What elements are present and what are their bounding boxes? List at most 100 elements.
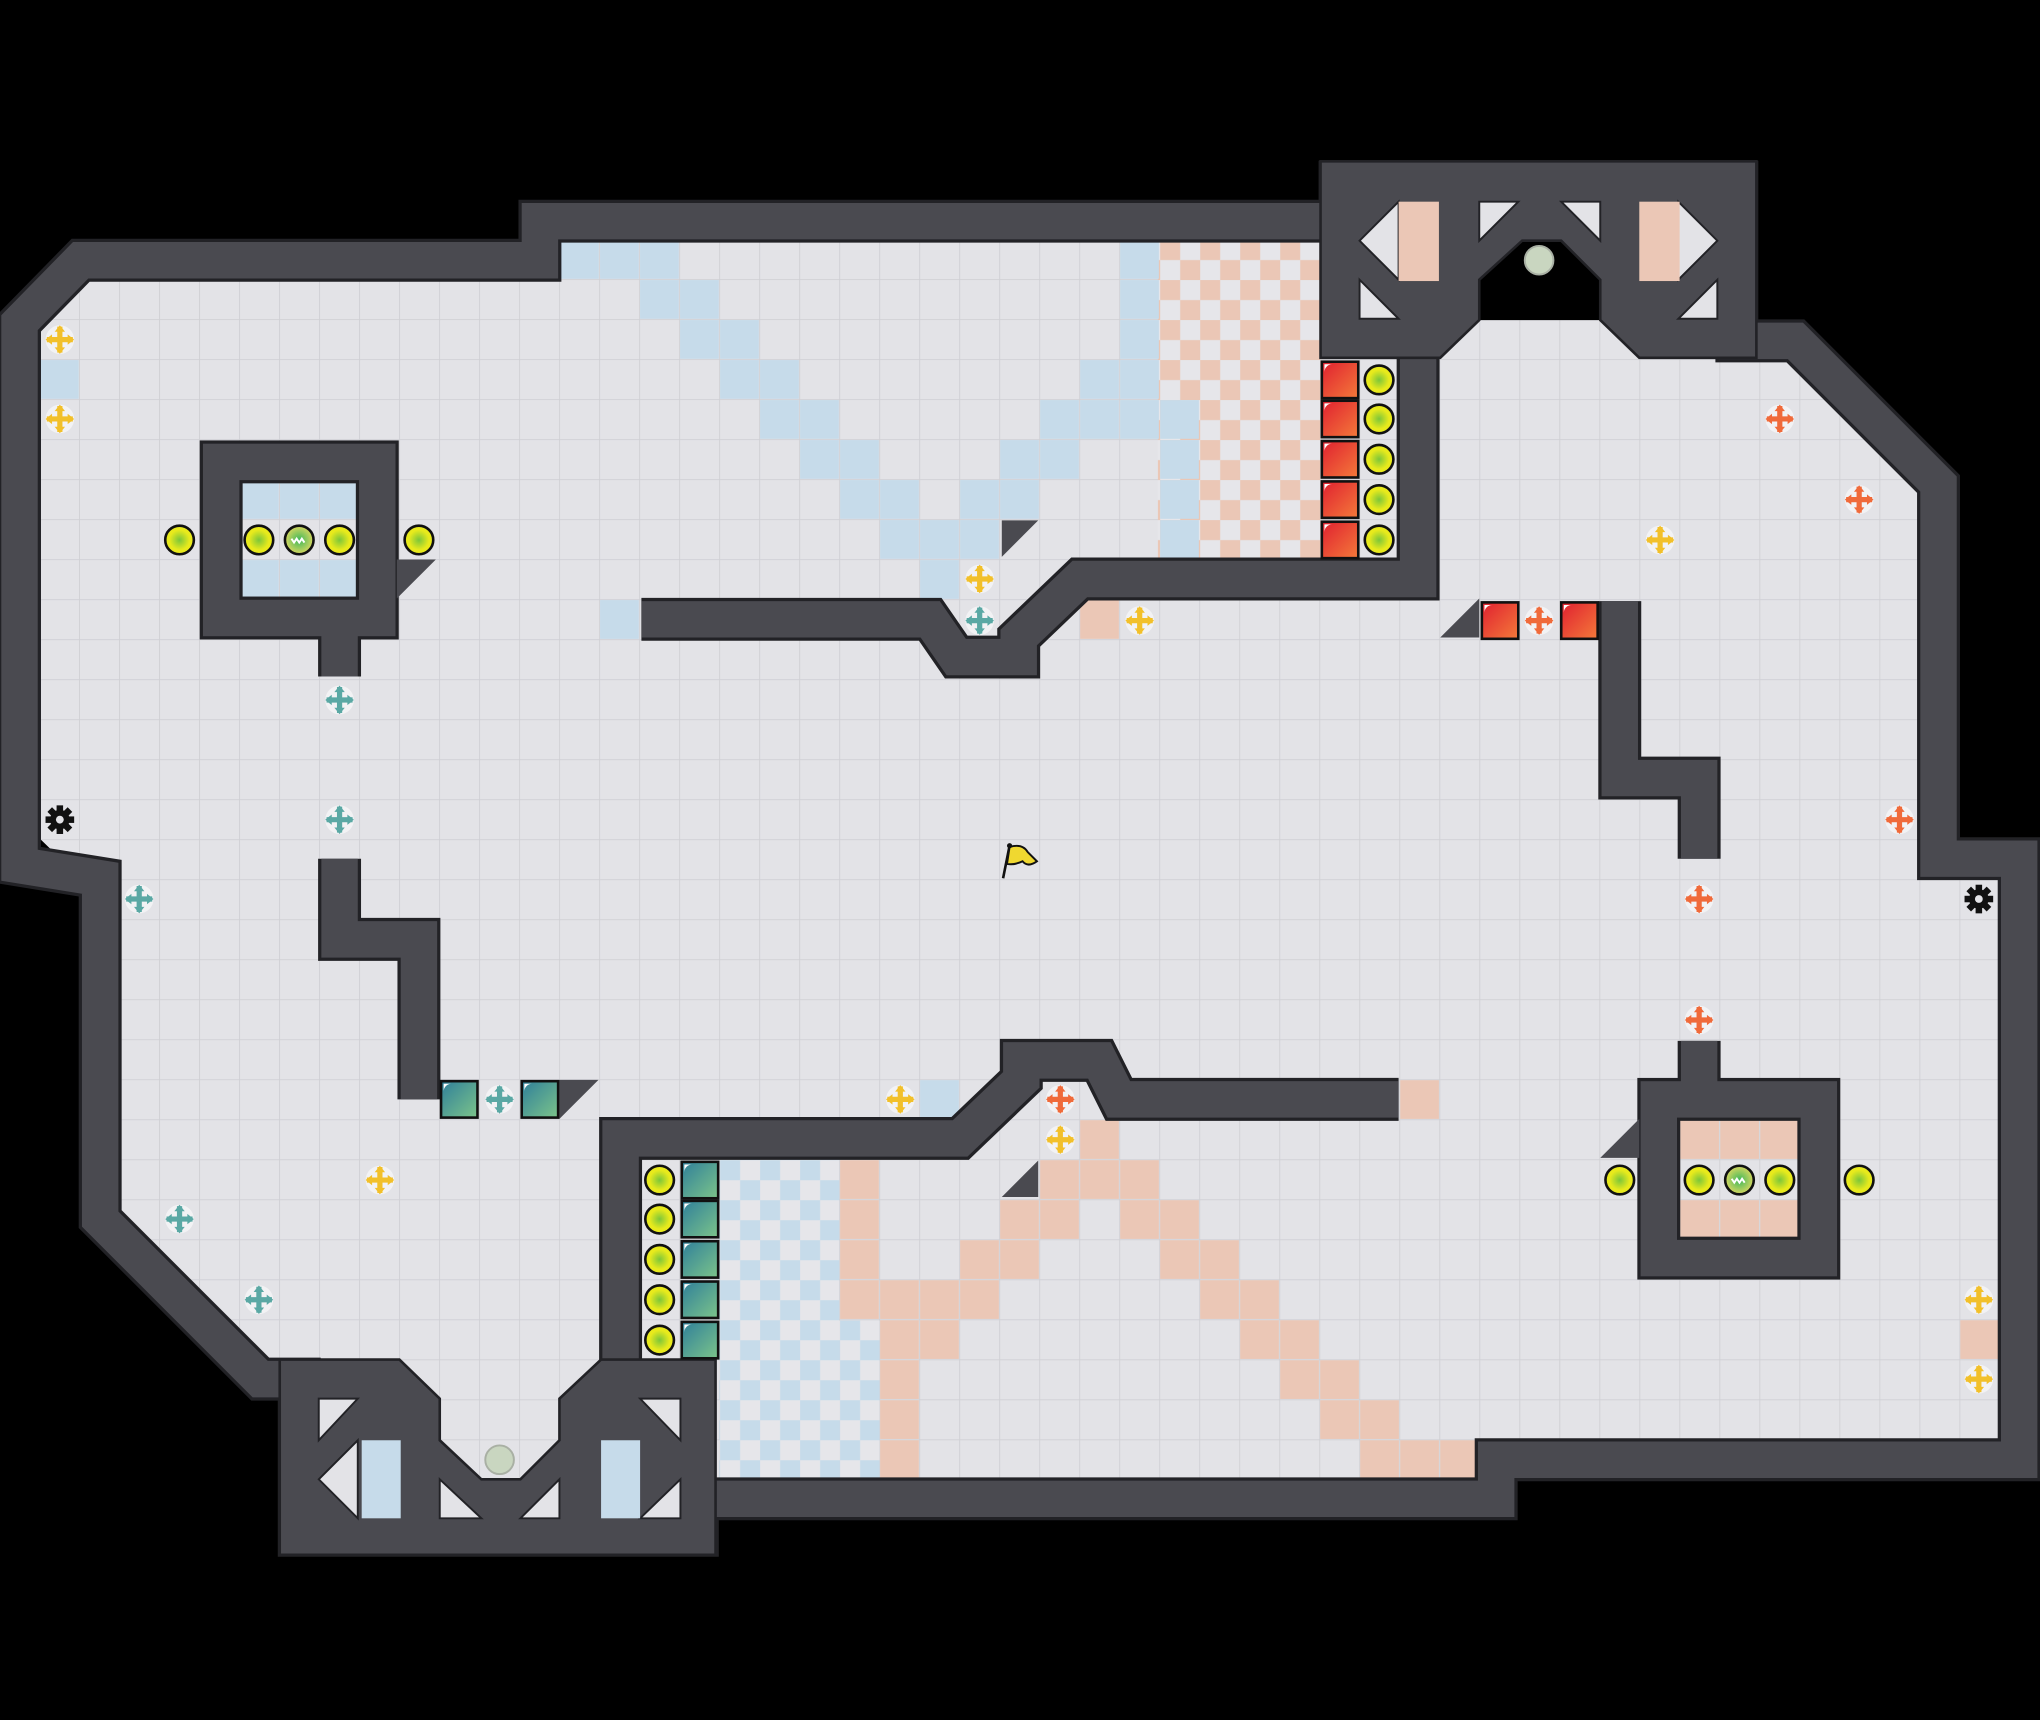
teal-block-icon[interactable]: [680, 1320, 720, 1360]
coin-icon[interactable]: [1683, 1164, 1715, 1196]
peach-floor-tile: [840, 1160, 879, 1199]
blue-floor-tile: [240, 560, 279, 599]
floor-area: [40, 240, 2000, 1519]
coin-icon[interactable]: [243, 524, 275, 556]
blue-floor-tile: [680, 280, 719, 319]
gear-icon[interactable]: [45, 805, 75, 834]
green-coin-icon[interactable]: [1723, 1164, 1756, 1196]
yellow-move-plus-icon[interactable]: [365, 1165, 395, 1195]
teal-block-icon[interactable]: [520, 1079, 560, 1119]
coin-icon[interactable]: [644, 1324, 676, 1356]
blue-floor-tile: [960, 520, 999, 559]
yellow-move-plus-icon[interactable]: [1964, 1285, 1994, 1315]
peach-floor-tile: [1760, 1200, 1799, 1239]
blue-floor-tile: [800, 440, 839, 479]
coin-icon[interactable]: [644, 1203, 676, 1235]
floor: [40, 240, 2000, 1519]
peach-floor-tile: [1400, 1440, 1439, 1479]
yellow-move-plus-icon[interactable]: [1964, 1364, 1994, 1394]
red-block-icon[interactable]: [1320, 399, 1360, 439]
coin-icon[interactable]: [1363, 403, 1395, 435]
teal-block-icon[interactable]: [680, 1280, 720, 1320]
red-block-icon[interactable]: [1320, 439, 1360, 479]
red-block-icon[interactable]: [1480, 601, 1520, 641]
teal-block-icon[interactable]: [439, 1079, 479, 1119]
orange-move-plus-icon[interactable]: [1684, 1005, 1714, 1035]
coin-icon[interactable]: [1764, 1164, 1796, 1196]
red-block-icon[interactable]: [1559, 601, 1599, 641]
teal-move-plus-icon[interactable]: [325, 805, 354, 834]
coin-icon[interactable]: [1604, 1164, 1636, 1196]
coin-icon[interactable]: [1363, 443, 1395, 475]
blue-floor-tile: [1000, 480, 1039, 519]
red-block-icon[interactable]: [1320, 360, 1360, 400]
teal-move-plus-icon[interactable]: [965, 606, 994, 635]
teal-block-icon[interactable]: [680, 1239, 720, 1279]
peach-floor-tile: [1960, 1320, 2000, 1359]
blue-floor-tile: [920, 560, 959, 599]
teal-move-plus-icon[interactable]: [325, 685, 354, 715]
orange-move-plus-icon[interactable]: [1844, 485, 1874, 514]
blue-floor-tile: [960, 480, 999, 519]
teal-move-plus-icon[interactable]: [124, 884, 154, 914]
coin-icon[interactable]: [1363, 364, 1395, 396]
orange-move-plus-icon[interactable]: [1765, 404, 1795, 434]
spawn-circle-icon: [1523, 244, 1555, 276]
peach-floor-tile: [1240, 1280, 1279, 1319]
yellow-move-plus-icon[interactable]: [1125, 606, 1155, 635]
red-block-icon[interactable]: [1320, 480, 1360, 520]
orange-move-plus-icon[interactable]: [1684, 884, 1714, 914]
peach-floor-tile: [1440, 1440, 1479, 1479]
peach-floor-tile: [1120, 1160, 1159, 1199]
peach-floor-tile: [1080, 1120, 1119, 1159]
peach-floor-tile: [1240, 1320, 1279, 1359]
blue-floor-tile: [880, 480, 919, 519]
blue-floor-tile: [1160, 440, 1199, 479]
yellow-move-plus-icon[interactable]: [885, 1085, 915, 1114]
peach-floor-tile: [880, 1280, 919, 1319]
blue-floor-tile: [1040, 400, 1079, 439]
coin-icon[interactable]: [403, 524, 435, 556]
peach-floor-tile: [1080, 1160, 1119, 1199]
green-coin-icon[interactable]: [283, 524, 315, 556]
blue-floor-tile: [1120, 400, 1159, 439]
teal-move-plus-icon[interactable]: [165, 1204, 194, 1234]
orange-move-plus-icon[interactable]: [1524, 606, 1554, 635]
yellow-move-plus-icon[interactable]: [1046, 1125, 1075, 1155]
coin-icon[interactable]: [1843, 1164, 1875, 1196]
blue-floor-tile: [920, 520, 959, 559]
teal-move-plus-icon[interactable]: [485, 1085, 514, 1114]
gear-icon[interactable]: [1964, 884, 1994, 914]
peach-floor-tile: [960, 1280, 999, 1319]
peach-floor-tile: [960, 1240, 999, 1279]
coin-icon[interactable]: [644, 1243, 676, 1276]
orange-move-plus-icon[interactable]: [1046, 1085, 1075, 1114]
blue-floor-tile: [320, 560, 359, 599]
coin-icon[interactable]: [163, 524, 196, 556]
blue-floor-tile: [760, 360, 799, 399]
coin-icon[interactable]: [644, 1284, 676, 1316]
peach-floor-tile: [1040, 1160, 1079, 1199]
yellow-move-plus-icon[interactable]: [965, 564, 994, 594]
coin-icon[interactable]: [1363, 484, 1395, 516]
coin-icon[interactable]: [1363, 524, 1395, 556]
blue-floor-tile: [640, 280, 679, 319]
yellow-move-plus-icon[interactable]: [45, 325, 75, 354]
teal-block-icon[interactable]: [680, 1199, 720, 1239]
peach-floor-tile: [1160, 1200, 1199, 1239]
teal-block-icon[interactable]: [680, 1160, 720, 1200]
yellow-move-plus-icon[interactable]: [1645, 525, 1675, 555]
teal-move-plus-icon[interactable]: [244, 1285, 274, 1315]
yellow-move-plus-icon[interactable]: [45, 404, 75, 434]
peach-floor-tile: [1200, 1280, 1239, 1319]
red-block-icon[interactable]: [1320, 520, 1360, 560]
blue-floor-tile: [600, 240, 639, 279]
peach-floor-tile: [1040, 1200, 1079, 1239]
orange-move-plus-icon[interactable]: [1885, 805, 1914, 834]
goal-flag-icon[interactable]: [1001, 843, 1039, 879]
coin-icon[interactable]: [644, 1164, 676, 1196]
peach-floor-tile: [840, 1200, 879, 1239]
coin-icon[interactable]: [323, 524, 356, 556]
blue-floor-tile: [1080, 360, 1119, 399]
